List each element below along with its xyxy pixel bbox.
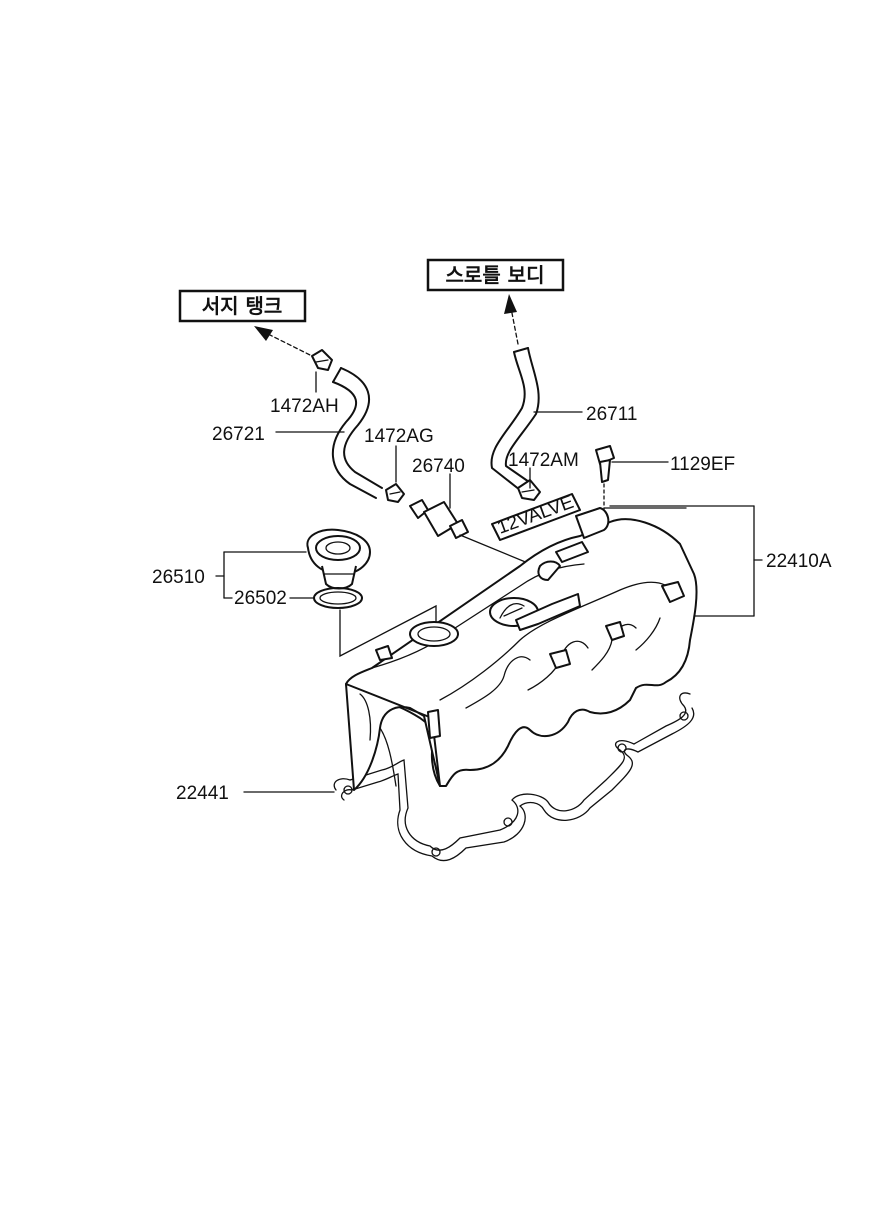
label-1472AH: 1472AH (270, 396, 339, 417)
clip-1472AM (517, 479, 541, 501)
label-22410A: 22410A (766, 551, 832, 572)
label-1129EF: 1129EF (670, 454, 735, 475)
arrow-to-throttle-body (504, 294, 519, 345)
label-1472AG: 1472AG (364, 426, 434, 447)
label-26502: 26502 (234, 588, 287, 609)
rocker-cover-gasket-22441 (333, 692, 695, 862)
throttle-body-label: 스로틀 보디 (446, 263, 545, 287)
pcv-valve-26740 (409, 473, 541, 569)
rocker-cover-22410A: 12VALVE (345, 492, 698, 791)
part-labels: 1472AH 26721 1472AG 26740 1472AM 26711 1… (152, 396, 832, 804)
oil-filler-cap-26510 (306, 528, 371, 590)
gasket-26502 (313, 587, 363, 609)
breather-hose-26721 (331, 367, 383, 499)
label-26510: 26510 (152, 567, 205, 588)
arrow-to-reservoir-tank (254, 326, 317, 359)
clip-1472AH (311, 349, 333, 371)
label-26721: 26721 (212, 424, 265, 445)
clip-1472AG (385, 483, 405, 503)
label-26711: 26711 (586, 404, 637, 425)
reservoir-tank-callout: 서지 탱크 (178, 289, 307, 323)
throttle-body-callout: 스로틀 보디 (426, 258, 565, 292)
bolt-1129EF (595, 445, 615, 513)
label-1472AM: 1472AM (508, 450, 579, 471)
label-26740: 26740 (412, 456, 465, 477)
label-22441: 22441 (176, 783, 229, 804)
breather-hose-26711 (490, 347, 540, 491)
reservoir-tank-label: 서지 탱크 (202, 294, 283, 318)
leader-lines (215, 371, 763, 793)
